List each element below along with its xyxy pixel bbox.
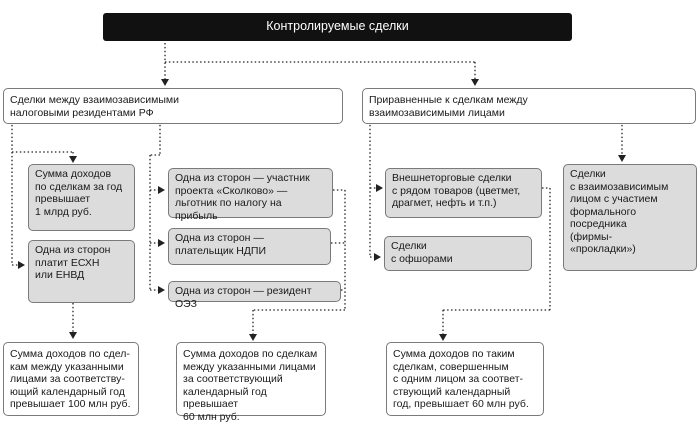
- branch-equivalent-box: Приравненные к сделкам между взаимозавис…: [362, 88, 696, 124]
- result-60m-residents-box: Сумма доходов по сделкам между указанным…: [176, 342, 326, 423]
- condition-oez: Одна из сторон — резидент ОЭЗ: [168, 281, 341, 310]
- condition-eshn-envd: Одна из сторон платит ЕСХН или ЕНВД: [28, 240, 135, 303]
- condition-offshore: Сделки с офшорами: [384, 236, 532, 271]
- condition-income-1bn: Сумма доходов по сделкам за год превышае…: [28, 164, 135, 231]
- condition-intermediary: Сделки с взаимозависимым лицом с участие…: [563, 164, 697, 271]
- branch-residents-box: Сделки между взаимозависимыми налоговыми…: [3, 88, 343, 124]
- page-title: Контролируемые сделки: [103, 13, 572, 41]
- condition-foreign-trade: Внешнеторговые сделки с рядом товаров (ц…: [385, 168, 542, 218]
- condition-skolkovo: Одна из сторон — участник проекта «Сколк…: [168, 168, 333, 222]
- result-60m-equivalent-box: Сумма доходов по таким сделкам, совершен…: [386, 342, 544, 416]
- result-100m-box: Сумма доходов по сдел- кам между указанн…: [3, 342, 139, 416]
- condition-ndpi: Одна из сторон — плательщик НДПИ: [168, 228, 331, 265]
